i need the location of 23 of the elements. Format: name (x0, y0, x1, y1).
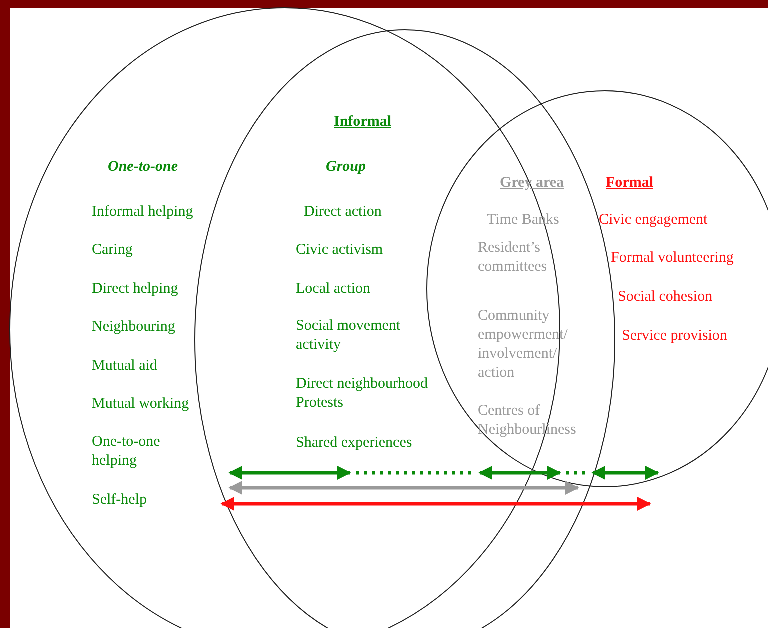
column-heading: Group (326, 158, 368, 176)
item-label: Local action (296, 280, 372, 298)
item-label: Caring (92, 240, 134, 260)
item-label: Mutual working (92, 394, 190, 414)
item-label: Informal helping (92, 202, 194, 222)
item-label: Self-help (92, 490, 148, 510)
item-label: Formal volunteering (611, 248, 735, 268)
item-label: Direct neighbourhood Protests (296, 375, 430, 413)
column-heading: Informal (334, 112, 392, 132)
item-label: Direct helping (92, 280, 180, 298)
item-label: Mutual aid (92, 356, 158, 376)
item-label: Service provision (622, 326, 728, 346)
item-label: Neighbouring (92, 318, 176, 336)
column-heading: One-to-one (108, 158, 179, 176)
column-heading: Formal (606, 174, 654, 192)
item-label: Civic engagement (599, 210, 709, 230)
item-label: One-to-one helping (92, 433, 162, 471)
item-label: Social movement activity (296, 317, 402, 355)
item-label: Resident’s committees (478, 239, 548, 277)
item-label: Direct action (304, 202, 383, 222)
item-label: Civic activism (296, 240, 384, 260)
item-label: Social cohesion (618, 288, 714, 306)
item-label: Shared experiences (296, 434, 414, 452)
